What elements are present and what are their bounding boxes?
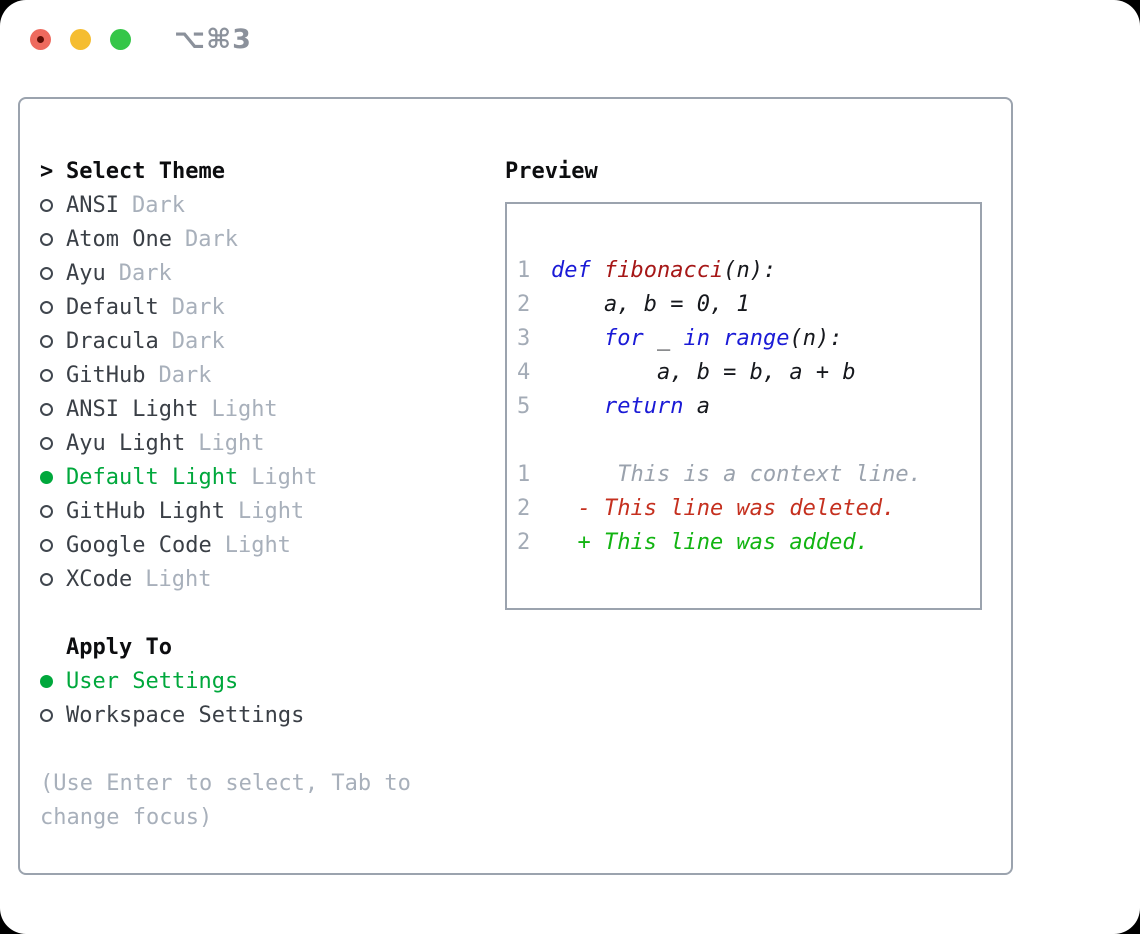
radio-icon [40,334,53,348]
theme-variant: Dark [158,362,212,388]
apply-to-title: Apply To [66,634,172,660]
select-theme-header: > Select Theme [40,154,411,188]
theme-name: Default [66,294,159,320]
radio-icon [40,572,53,586]
radio-icon [40,232,53,246]
diff-deleted-line: 2 - This line was deleted. [517,495,896,521]
radio-icon [40,538,53,552]
preview-section: Preview 1 def fibonacci(n): 2 a, b = 0, … [505,154,982,610]
theme-option-dracula-dark[interactable]: Dracula Dark [40,324,411,358]
apply-option-user-settings[interactable]: User Settings [40,664,411,698]
theme-option-google-code[interactable]: Google Code Light [40,528,411,562]
theme-variant: Light [198,430,265,456]
theme-name: Ayu [66,260,106,286]
theme-selector: > Select Theme ANSI Dark Atom One Dark A… [40,154,411,834]
theme-name: GitHub Light [66,498,225,524]
theme-variant: Dark [118,260,172,286]
theme-variant: Light [224,532,291,558]
theme-option-ayu-dark[interactable]: Ayu Dark [40,256,411,290]
line-number: 3 [517,325,531,351]
theme-option-atom-one-dark[interactable]: Atom One Dark [40,222,411,256]
hint-line: change focus) [40,804,213,830]
close-dot-icon [37,35,44,43]
radio-icon [40,198,53,212]
theme-variant: Dark [171,294,225,320]
theme-variant: Light [251,464,318,490]
line-number: 1 [517,257,531,283]
line-number: 2 [517,495,531,521]
code-line: 1 def fibonacci(n): [517,257,777,283]
theme-option-xcode[interactable]: XCode Light [40,562,411,596]
diff-added-line: 2 + This line was added. [517,529,869,555]
theme-name: ANSI [66,192,119,218]
radio-icon [40,300,53,314]
diff-context-line: 1 This is a context line. [517,461,922,487]
radio-icon [40,708,53,722]
titlebar: ⌥⌘3 [0,0,1140,78]
theme-name: ANSI Light [66,396,199,422]
radio-icon [40,436,53,450]
radio-icon [40,504,53,518]
theme-picker-panel: > Select Theme ANSI Dark Atom One Dark A… [18,97,1013,875]
apply-to-section: Apply To User Settings Workspace Setting… [40,630,411,732]
radio-icon [40,266,53,280]
theme-variant: Light [237,498,305,524]
theme-name: GitHub [66,362,146,388]
close-button[interactable] [30,28,51,50]
blank-line [517,423,980,457]
theme-variant: Light [211,396,278,422]
prompt-caret-icon: > [40,158,54,184]
keyboard-hint: (Use Enter to select, Tab to change focu… [40,766,411,834]
code-line: 3 for _ in range(n): [517,325,843,351]
theme-name: Default Light [66,464,239,490]
maximize-button[interactable] [110,28,131,50]
apply-option-label: User Settings [66,668,239,694]
theme-variant: Light [145,566,212,592]
theme-variant: Dark [184,226,238,252]
theme-name: Google Code [66,532,212,558]
theme-option-github-light[interactable]: GitHub Light Light [40,494,411,528]
select-theme-title: Select Theme [66,158,225,184]
theme-variant: Dark [131,192,185,218]
theme-option-ansi-light[interactable]: ANSI Light Light [40,392,411,426]
hint-line: (Use Enter to select, Tab to [40,770,411,796]
theme-name: XCode [66,566,133,592]
preview-box: 1 def fibonacci(n): 2 a, b = 0, 1 3 for … [505,202,982,610]
radio-selected-icon [40,674,53,688]
theme-name: Ayu Light [66,430,186,456]
line-number: 4 [517,359,531,385]
theme-option-ansi-dark[interactable]: ANSI Dark [40,188,411,222]
code-line: 5 return a [517,393,710,419]
radio-icon [40,402,53,416]
apply-option-label: Workspace Settings [66,702,305,728]
radio-selected-icon [40,470,53,484]
line-number: 2 [517,291,531,317]
theme-option-default-light[interactable]: Default Light Light [40,460,411,494]
line-number: 1 [517,461,531,487]
window-shortcut-label: ⌥⌘3 [174,23,252,55]
apply-option-workspace-settings[interactable]: Workspace Settings [40,698,411,732]
preview-header: Preview [505,154,982,188]
theme-option-ayu-light[interactable]: Ayu Light Light [40,426,411,460]
apply-to-header: Apply To [40,630,411,664]
line-number: 2 [517,529,531,555]
radio-icon [40,368,53,382]
code-line: 4 a, b = b, a + b [517,359,856,385]
minimize-button[interactable] [70,28,91,50]
preview-title: Preview [505,158,598,184]
line-number: 5 [517,393,531,419]
theme-name: Dracula [66,328,159,354]
theme-variant: Dark [171,328,225,354]
code-line: 2 a, b = 0, 1 [517,291,750,317]
theme-option-github-dark[interactable]: GitHub Dark [40,358,411,392]
theme-option-default-dark[interactable]: Default Dark [40,290,411,324]
theme-name: Atom One [66,226,172,252]
